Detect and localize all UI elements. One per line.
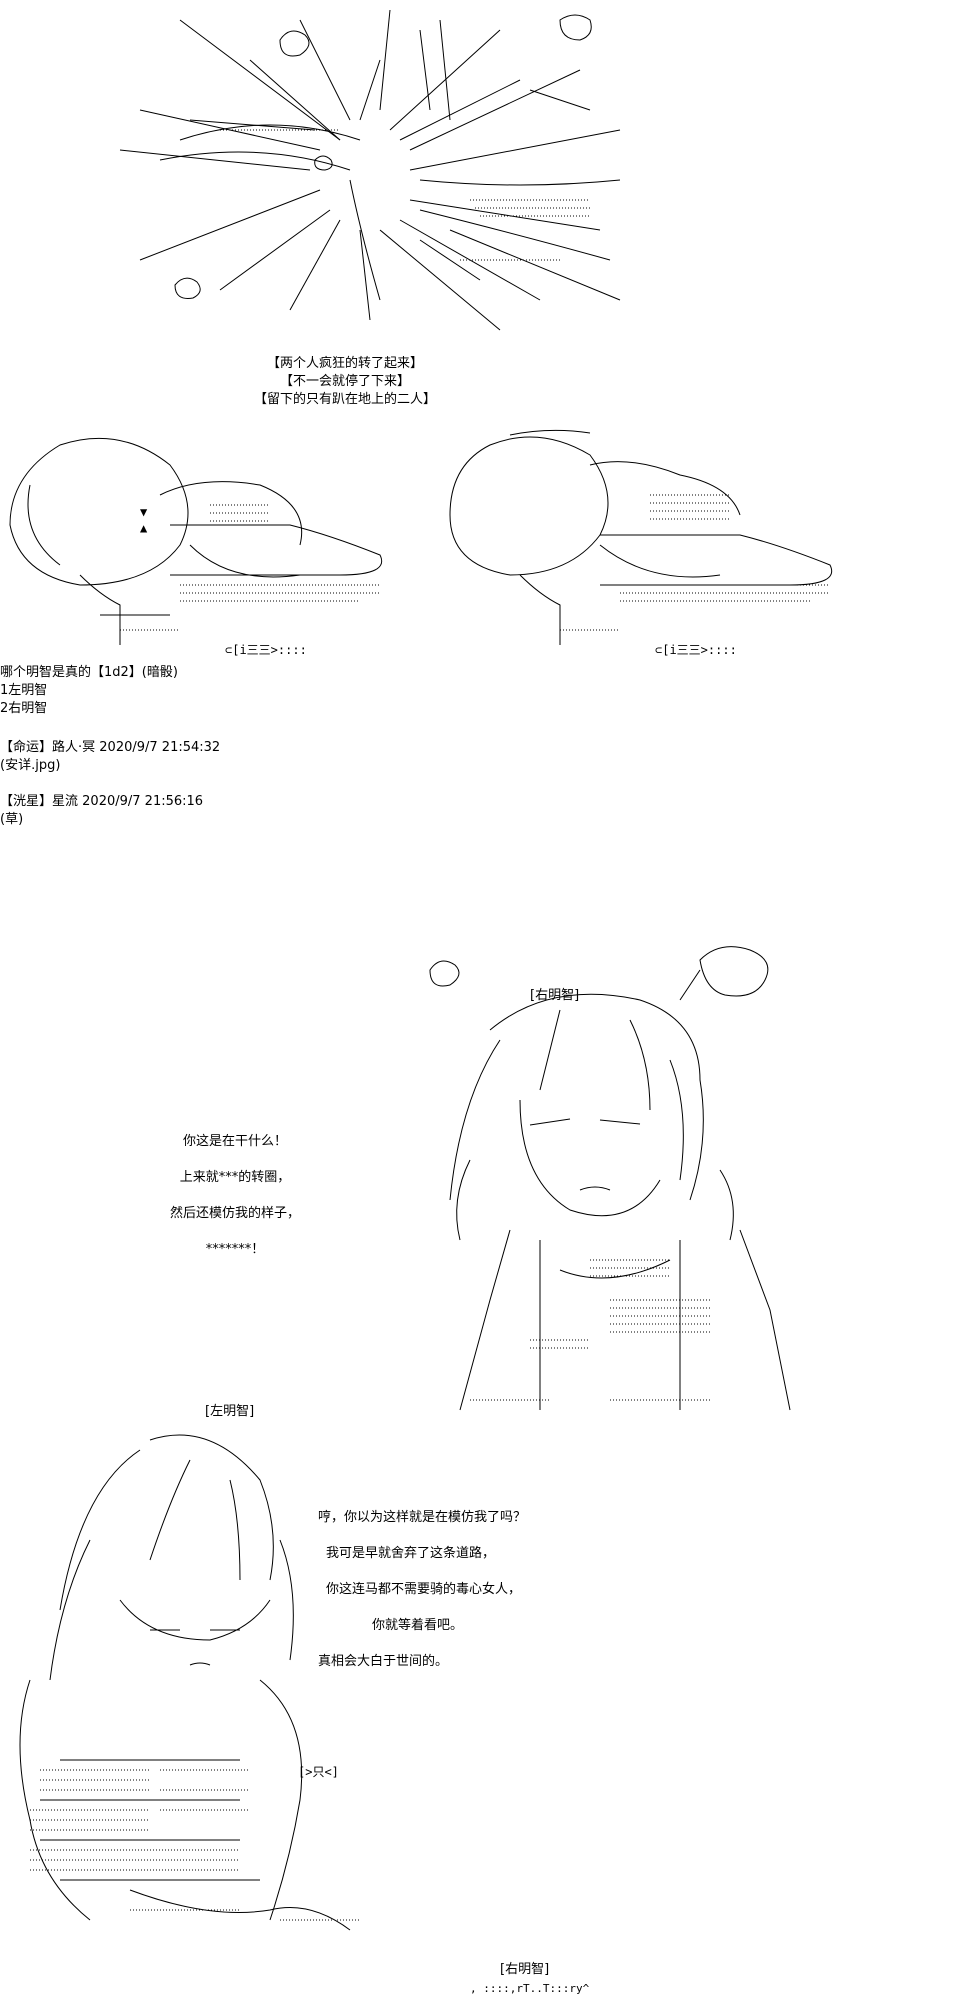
poll-option-2: 2右明智 — [0, 701, 48, 716]
right-akechi-speech-4: *******！ — [205, 1242, 265, 1257]
left-akechi-speech-5: 真相会大白于世间的。 — [318, 1654, 449, 1669]
comment-2-header: 【洸星】星流 2020/9/7 21:56:16 — [0, 794, 203, 810]
comment-2-body: (草) — [0, 812, 24, 827]
narration-line-3: 【留下的只有趴在地上的二人】 — [253, 392, 436, 407]
left-eye-marker-2: ▲ — [140, 521, 148, 535]
comment-1-body: (安详.jpg) — [0, 758, 61, 773]
left-sword-tail: ⊂[i三三>:::: — [225, 643, 307, 657]
narration-line-1: 【两个人疯狂的转了起来】 — [266, 356, 423, 371]
right-akechi-speech-2: 上来就***的转圈， — [179, 1170, 291, 1185]
comment-author: 【洸星】星流 — [0, 794, 79, 809]
narration-line-2: 【不一会就停了下来】 — [279, 374, 410, 389]
comment-timestamp: 2020/9/7 21:56:16 — [82, 794, 204, 809]
comment-1-header: 【命运】路人·冥 2020/9/7 21:54:32 — [0, 740, 220, 756]
left-akechi-speech-1: 哼，你以为这样就是在模仿我了吗？ — [318, 1510, 527, 1525]
left-akechi-speech-3: 你这连马都不需要骑的毒心女人， — [326, 1582, 522, 1597]
bottom-art-fragment: , ::::,rT..T:::ry^ — [470, 1982, 590, 1995]
left-akechi-illustration — [19, 1434, 360, 1931]
left-akechi-label: [左明智] — [205, 1404, 255, 1419]
right-akechi-illustration — [429, 946, 791, 1411]
poll-option-1: 1左明智 — [0, 683, 48, 698]
bottom-label: [右明智] — [500, 1962, 550, 1977]
right-akechi-speech-3: 然后还模仿我的样子， — [169, 1206, 300, 1221]
comment-author: 【命运】路人·冥 — [0, 740, 96, 755]
right-akechi-label: [右明智] — [530, 988, 580, 1003]
left-eye-marker-1: ▼ — [140, 505, 148, 519]
collapsed-left-character-illustration — [9, 437, 383, 645]
right-sword-tail: ⊂[i三三>:::: — [655, 643, 737, 657]
comment-timestamp: 2020/9/7 21:54:32 — [99, 740, 221, 755]
left-akechi-speech-2: 我可是早就舍弃了这条道路， — [326, 1546, 496, 1561]
poll-question: 哪个明智是真的【1d2】(暗骰) — [0, 665, 178, 680]
spinning-dust-illustration — [119, 9, 621, 331]
right-akechi-speech-1: 你这是在干什么！ — [182, 1134, 287, 1149]
left-akechi-sob: [>只<] — [298, 1765, 339, 1779]
left-akechi-speech-4: 你就等着看吧。 — [372, 1618, 464, 1633]
collapsed-right-character-illustration — [449, 429, 833, 645]
